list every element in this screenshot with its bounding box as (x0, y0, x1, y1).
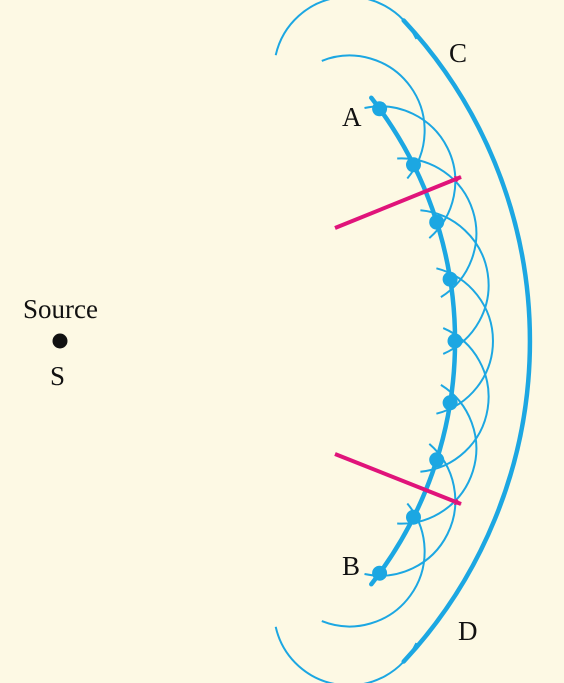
secondary-wavelet (364, 443, 457, 577)
propagation-arrow-lower (334, 452, 462, 506)
secondary-wavelets (274, 0, 494, 683)
label-d: D (458, 616, 478, 646)
secondary-wavelet (321, 502, 426, 628)
secondary-wavelet (397, 157, 478, 298)
secondary-wavelet (397, 384, 478, 525)
secondary-wavelet (321, 54, 426, 180)
wavefront-point (372, 101, 388, 117)
source-point (52, 333, 68, 349)
source-label: Source (23, 294, 98, 324)
secondary-wavelet-edge (274, 0, 418, 56)
wavefront-point (429, 452, 445, 468)
label-a: A (342, 102, 362, 132)
secondary-wavelet (420, 327, 490, 473)
label-b: B (342, 551, 360, 581)
source-point-label: S (50, 361, 65, 391)
secondary-wavelet-edge (274, 626, 418, 683)
secondary-wavelet (364, 105, 457, 239)
wavefront-points (372, 101, 463, 581)
wavefront-point (406, 157, 421, 173)
wavefront-point (447, 333, 463, 349)
wavefront-point (442, 395, 458, 411)
wavefront-point (442, 271, 458, 287)
label-c: C (449, 38, 467, 68)
secondary-wavelet (436, 267, 494, 415)
propagation-arrow-upper (334, 175, 462, 230)
wavefront-point (406, 509, 421, 525)
wavefront-cd (401, 18, 533, 664)
secondary-wavelet (420, 209, 490, 355)
wavefront-point (429, 214, 445, 230)
wavefront-point (372, 565, 388, 581)
